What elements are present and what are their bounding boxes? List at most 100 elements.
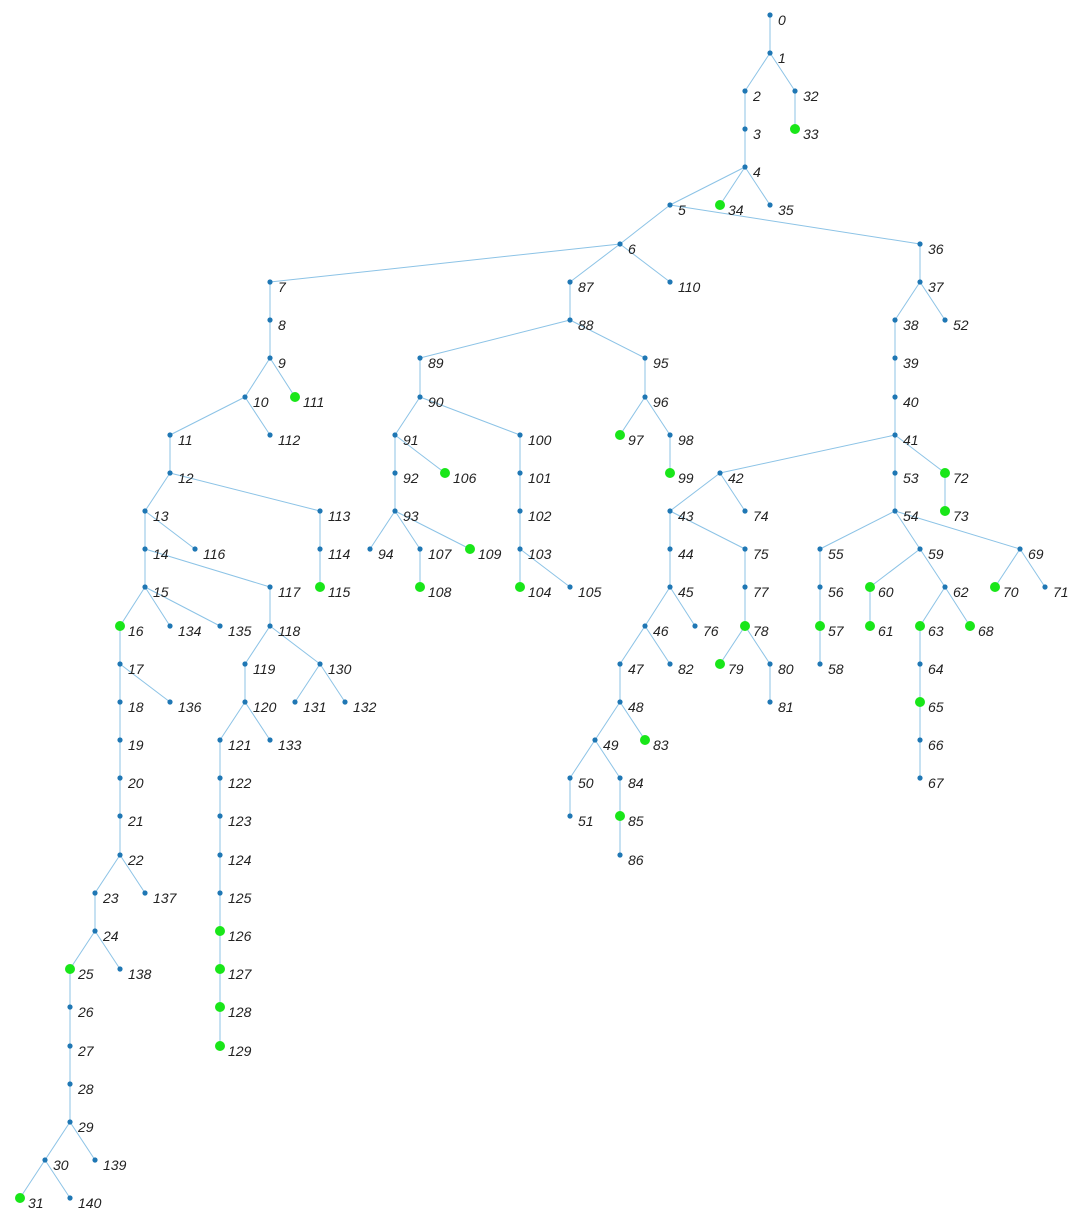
node-label-99: 99 [678,470,694,486]
edge-49-84 [594,739,621,779]
node-28 [67,1081,73,1087]
edge-93-94 [369,510,396,550]
node-label-88: 88 [578,317,594,333]
nodes-layer [15,12,1048,1203]
node-label-40: 40 [903,394,919,410]
node-label-70: 70 [1003,584,1019,600]
edge-45-46 [644,586,671,627]
node-label-101: 101 [528,470,551,486]
node-106 [440,468,450,478]
node-label-83: 83 [653,737,669,753]
node-29 [67,1119,73,1125]
node-26 [67,1004,73,1010]
node-label-24: 24 [102,928,119,944]
node-label-12: 12 [178,470,194,486]
node-label-52: 52 [953,317,969,333]
node-86 [617,852,623,858]
edge-93-107 [394,510,421,550]
node-label-56: 56 [828,584,844,600]
node-125 [217,890,223,896]
node-117 [267,584,273,590]
edge-12-113 [169,472,321,512]
node-label-0: 0 [778,12,786,28]
node-label-54: 54 [903,508,919,524]
node-label-79: 79 [728,661,744,677]
node-134 [167,623,173,629]
node-label-55: 55 [828,546,844,562]
node-label-97: 97 [628,432,645,448]
node-52 [942,317,948,323]
edge-54-59 [894,510,921,550]
node-140 [67,1195,73,1201]
node-5 [667,202,673,208]
edge-54-69 [894,510,1021,550]
node-label-25: 25 [77,966,94,982]
edge-62-63 [919,586,946,627]
node-1 [767,50,773,56]
edge-90-100 [419,396,521,436]
node-17 [117,661,123,667]
edge-1-2 [744,52,771,92]
node-label-50: 50 [578,775,594,791]
node-label-71: 71 [1053,584,1069,600]
node-128 [215,1002,225,1012]
node-label-124: 124 [228,852,252,868]
node-70 [990,582,1000,592]
edge-6-87 [569,243,621,283]
edge-88-95 [569,319,646,359]
node-label-107: 107 [428,546,453,562]
node-label-66: 66 [928,737,944,753]
node-69 [1017,546,1023,552]
node-label-132: 132 [353,699,377,715]
node-46 [642,623,648,629]
node-label-139: 139 [103,1157,127,1173]
edge-130-131 [294,663,321,703]
node-label-15: 15 [153,584,169,600]
node-7 [267,279,273,285]
edge-90-91 [394,396,421,436]
node-87 [567,279,573,285]
node-label-36: 36 [928,241,944,257]
node-47 [617,661,623,667]
node-label-108: 108 [428,584,452,600]
node-23 [92,890,98,896]
node-25 [65,964,75,974]
node-79 [715,659,725,669]
node-label-60: 60 [878,584,894,600]
node-59 [917,546,923,552]
edge-48-83 [619,701,646,741]
node-115 [315,582,325,592]
node-60 [865,582,875,592]
node-label-10: 10 [253,394,269,410]
edge-29-139 [69,1121,96,1161]
edge-29-30 [44,1121,71,1161]
node-105 [567,584,573,590]
node-132 [342,699,348,705]
node-11 [167,432,173,438]
node-101 [517,470,523,476]
node-label-47: 47 [628,661,645,677]
node-81 [767,699,773,705]
node-label-64: 64 [928,661,944,677]
node-label-121: 121 [228,737,251,753]
node-label-49: 49 [603,737,619,753]
node-label-53: 53 [903,470,919,486]
node-label-100: 100 [528,432,552,448]
node-137 [142,890,148,896]
node-73 [940,506,950,516]
node-119 [242,661,248,667]
node-label-72: 72 [953,470,969,486]
node-label-118: 118 [278,623,301,639]
node-label-61: 61 [878,623,894,639]
node-label-21: 21 [127,813,144,829]
node-label-78: 78 [753,623,769,639]
node-90 [417,394,423,400]
node-131 [292,699,298,705]
node-label-4: 4 [753,164,761,180]
node-label-32: 32 [803,88,819,104]
node-56 [817,584,823,590]
node-36 [917,241,923,247]
node-18 [117,699,123,705]
node-94 [367,546,373,552]
node-label-38: 38 [903,317,919,333]
